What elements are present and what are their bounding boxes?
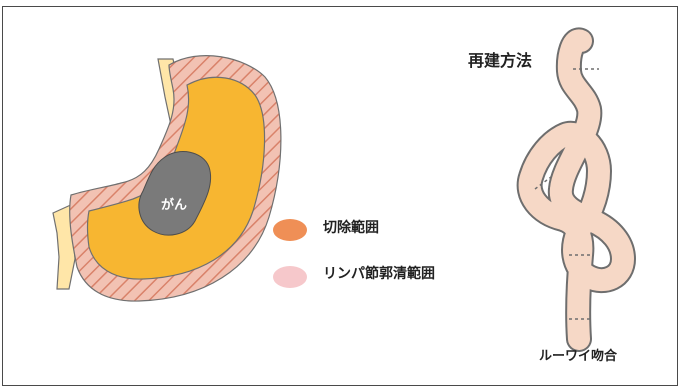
legend-item-resection: 切除範囲 [323, 217, 379, 237]
reconstruction-caption: ルーワイ吻合 [539, 345, 617, 364]
legend-label-resection: 切除範囲 [323, 217, 379, 237]
legend-swatch-lymph [273, 266, 307, 288]
legend-item-lymph: リンパ節郭清範囲 [323, 263, 435, 283]
legend-label-lymph: リンパ節郭清範囲 [323, 263, 435, 283]
legend-swatch-resection [273, 219, 307, 241]
reconstruction-title: 再建方法 [468, 47, 532, 71]
diagram-frame: がん 切除範囲 リンパ節郭清範囲 再建方法 ルーワイ吻合 [2, 6, 678, 386]
tumor-label: がん [161, 194, 187, 213]
diagram-canvas [3, 7, 679, 387]
